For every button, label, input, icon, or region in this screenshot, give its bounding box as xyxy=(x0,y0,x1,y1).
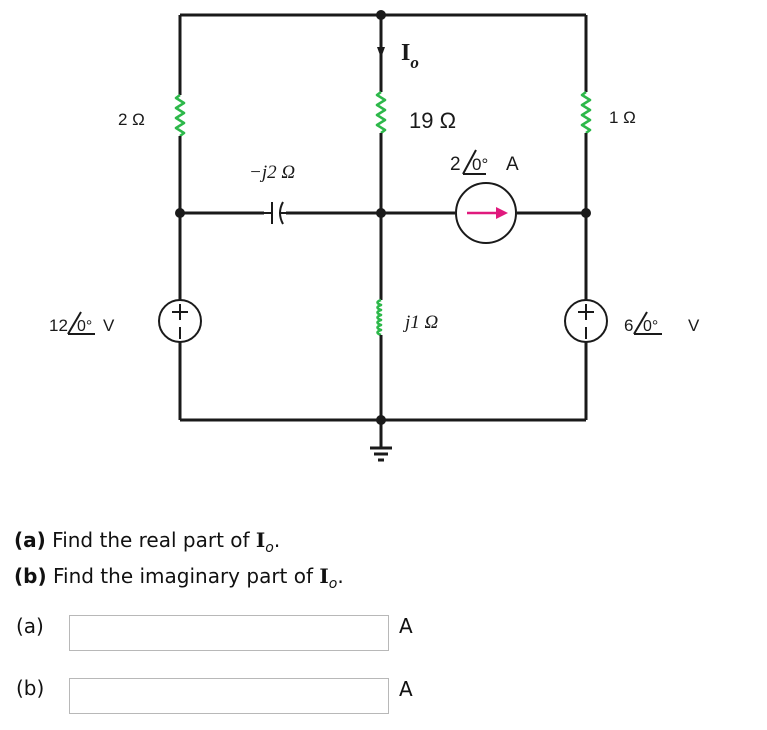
question-b-text: Find the imaginary part of xyxy=(46,564,320,588)
node-left xyxy=(175,208,185,218)
answer-b-input[interactable] xyxy=(69,678,389,714)
resistor-19ohm xyxy=(375,90,387,135)
svg-text:V: V xyxy=(688,316,700,335)
question-a-period: . xyxy=(273,528,281,552)
label-inductor: j1 Ω xyxy=(402,312,439,333)
svg-text:6: 6 xyxy=(624,316,633,335)
circuit-diagram: Io 2 Ω 19 Ω 1 Ω −j2 Ω j1 Ω 2 0° A 12 0° … xyxy=(49,10,700,462)
label-r-middle: 19 Ω xyxy=(409,108,456,133)
question-a-text: Find the real part of xyxy=(45,528,256,552)
answer-a-input[interactable] xyxy=(69,615,389,651)
answer-a-label: (a) xyxy=(16,614,44,638)
question-a: (a) Find the real part of Io. xyxy=(14,528,280,556)
svg-text:0°: 0° xyxy=(77,318,92,335)
answer-a-unit: A xyxy=(399,614,413,638)
node-right xyxy=(581,208,591,218)
question-b-sub: o xyxy=(328,576,338,592)
source-arrow-icon xyxy=(496,207,508,219)
question-b-period: . xyxy=(337,564,344,588)
answer-b-label: (b) xyxy=(16,676,45,700)
current-label: Io xyxy=(401,40,419,72)
svg-text:0°: 0° xyxy=(472,155,488,174)
question-a-var: I xyxy=(255,528,266,552)
label-r-left: 2 Ω xyxy=(118,110,145,129)
label-r-right: 1 Ω xyxy=(609,108,636,127)
answer-b-unit: A xyxy=(399,677,413,701)
question-b-var: I xyxy=(319,564,329,588)
resistor-2ohm xyxy=(174,93,186,138)
node-top xyxy=(376,10,386,20)
svg-text:12: 12 xyxy=(49,316,68,335)
resistor-1ohm xyxy=(580,90,592,135)
svg-text:0°: 0° xyxy=(643,318,658,335)
svg-text:A: A xyxy=(506,154,519,175)
question-b-tag: (b) xyxy=(14,564,47,588)
node-center xyxy=(376,208,386,218)
label-vsource-right: 6 0° V xyxy=(624,311,700,335)
inductor-j1ohm xyxy=(376,298,383,337)
current-source xyxy=(455,182,517,244)
question-a-sub: o xyxy=(265,540,274,556)
label-capacitor: −j2 Ω xyxy=(249,162,295,183)
label-current-source: 2 0° A xyxy=(450,149,519,175)
svg-text:2: 2 xyxy=(450,154,461,175)
svg-text:V: V xyxy=(103,316,115,335)
label-vsource-left: 12 0° V xyxy=(49,311,115,335)
question-a-tag: (a) xyxy=(14,528,46,552)
question-b: (b) Find the imaginary part of Io. xyxy=(14,564,344,592)
node-bottom xyxy=(376,415,386,425)
current-arrow-icon xyxy=(377,47,385,58)
